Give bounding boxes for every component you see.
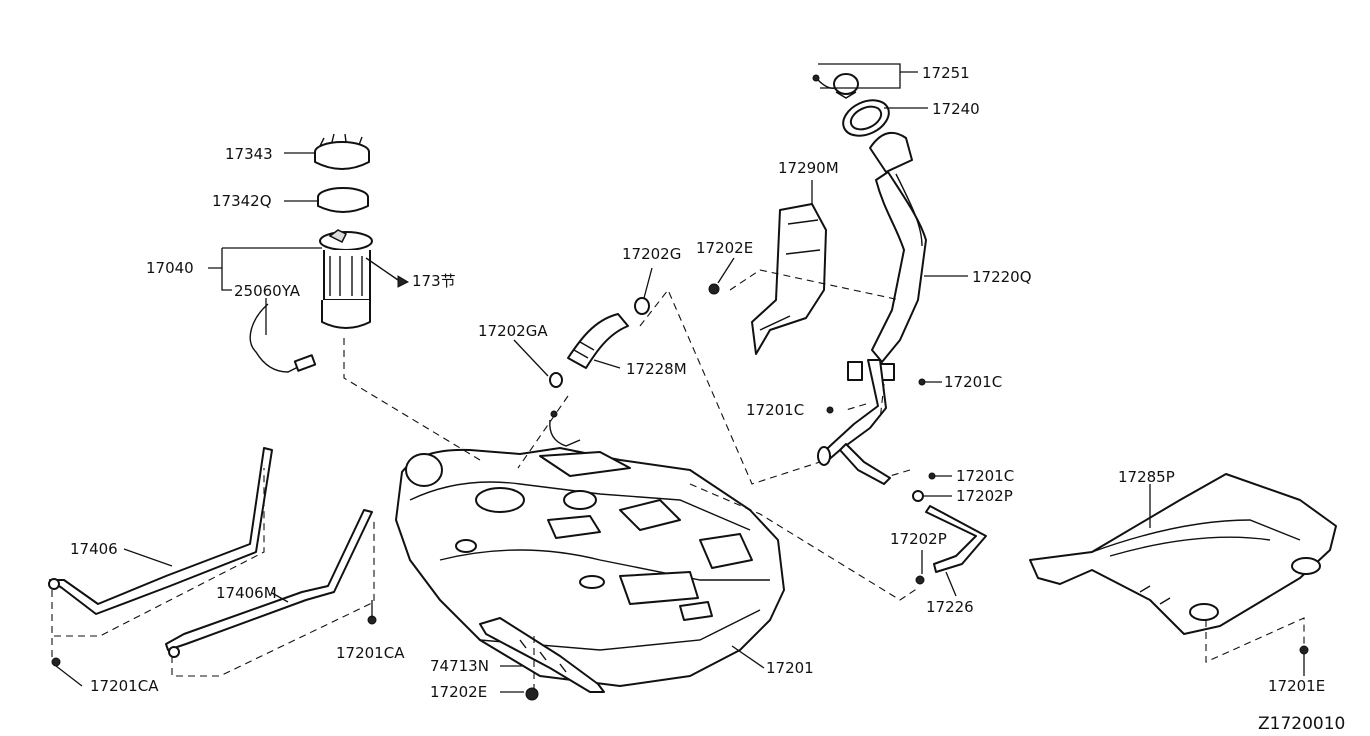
gasket-17342Q [284, 187, 369, 213]
clamp-17202GA [513, 339, 563, 388]
label-17220Q: 17220Q [972, 268, 1032, 286]
label-17228M: 17228M [626, 360, 687, 378]
filler-tube-17220Q [812, 63, 968, 485]
bolt-17201C-a [918, 378, 942, 386]
protector-17290M [708, 180, 827, 355]
diagram-id: Z1720010 [1258, 714, 1345, 734]
label-17240: 17240 [932, 100, 980, 118]
label-17251: 17251 [922, 64, 970, 82]
hose-17228M [567, 313, 629, 369]
label-17202E-bottom: 17202E [430, 683, 487, 701]
label-17226: 17226 [926, 598, 974, 616]
label-17202E-top: 17202E [696, 239, 753, 257]
protector-17285P [1029, 473, 1337, 676]
label-17201C-a: 17201C [944, 373, 1002, 391]
fuel-pump-assembly-17040 [208, 229, 410, 373]
label-17406: 17406 [70, 540, 118, 558]
label-25060YA: 25060YA [234, 282, 301, 300]
label-17342Q: 17342Q [212, 192, 272, 210]
label-17201C-c: 17201C [956, 467, 1014, 485]
label-17202GA: 17202GA [478, 322, 548, 340]
label-17285P: 17285P [1118, 468, 1175, 486]
label-173: 173节 [412, 272, 456, 290]
label-17201CA-a: 17201CA [336, 644, 405, 662]
label-17343: 17343 [225, 145, 273, 163]
label-17202P-b: 17202P [890, 530, 947, 548]
heat-insulator-74713N [479, 617, 605, 701]
bolt-17201C-c [928, 472, 952, 480]
label-17202P-a: 17202P [956, 487, 1013, 505]
strap-17406 [48, 447, 273, 687]
label-17406M: 17406M [216, 584, 277, 602]
label-74713N: 74713N [430, 657, 489, 675]
label-17201C-b: 17201C [746, 401, 804, 419]
label-17201: 17201 [766, 659, 814, 677]
clamp-17202P-a [912, 490, 952, 502]
label-17201CA-b: 17201CA [90, 677, 159, 695]
strap-17406M [165, 509, 377, 658]
label-17040: 17040 [146, 259, 194, 277]
filler-cap-17251 [812, 63, 918, 99]
hose-17226 [915, 505, 987, 597]
label-17201E: 17201E [1268, 677, 1325, 695]
bolt-17201C-b [826, 406, 834, 414]
label-17202G: 17202G [622, 245, 681, 263]
clamp-17202G [634, 267, 653, 315]
seal-ring-17240 [842, 99, 928, 137]
fuel-tank-17201 [395, 410, 785, 687]
assembly-guide-lines [51, 269, 1305, 690]
label-17290M: 17290M [778, 159, 839, 177]
lock-ring-17343 [284, 133, 370, 170]
